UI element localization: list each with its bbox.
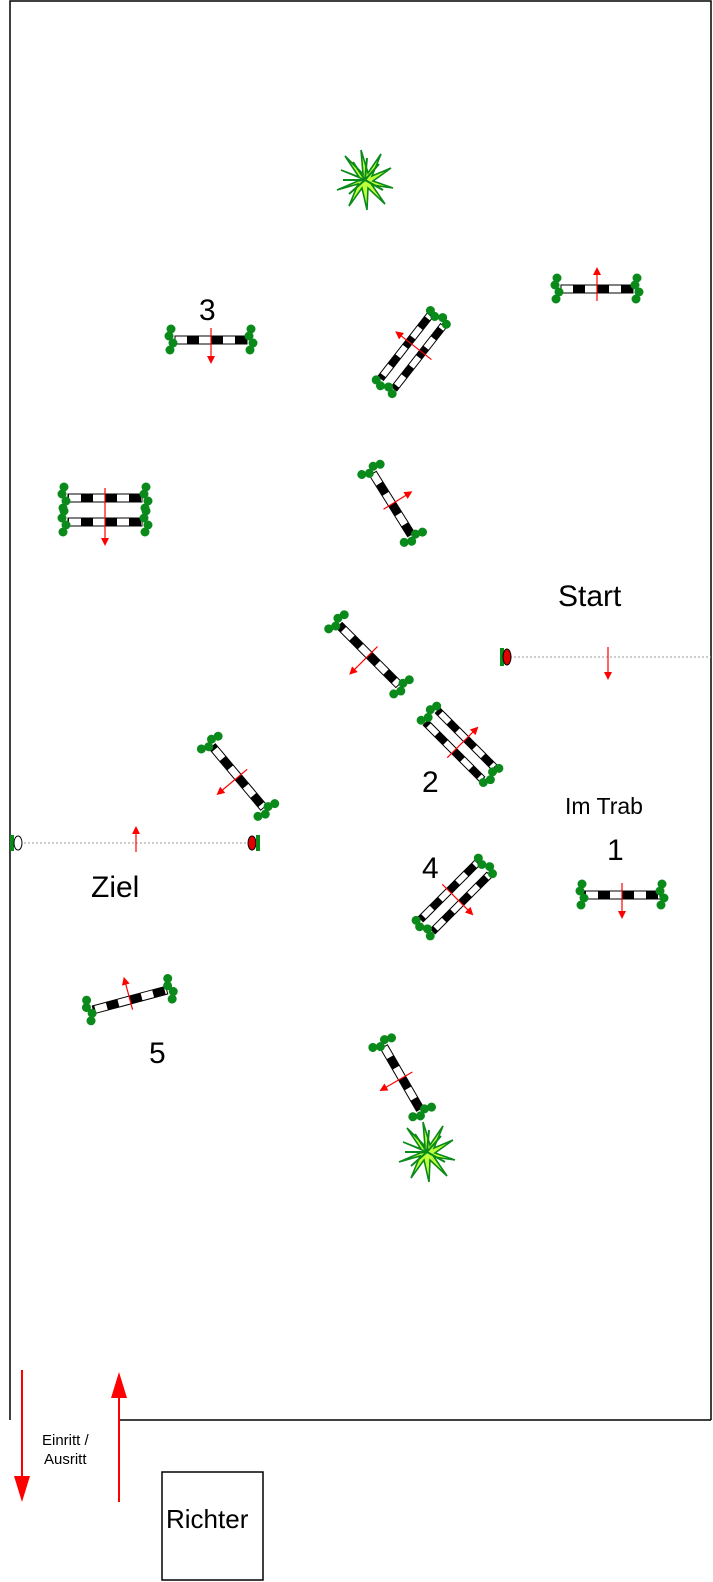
- arrow-icon: [379, 1071, 413, 1091]
- start-label: Start: [558, 580, 622, 613]
- fence-icon: [194, 728, 283, 826]
- fence-icon: [414, 698, 507, 791]
- start-flag-icon: [500, 648, 512, 666]
- arrow-icon: [593, 267, 601, 301]
- judge-box: Richter: [161, 1471, 264, 1581]
- arena-border: [9, 0, 712, 1421]
- fence-number-3: 3: [199, 294, 216, 327]
- arrow-icon: [121, 976, 134, 1010]
- arrow-icon: [101, 488, 109, 546]
- arrow-icon: [395, 331, 432, 361]
- finish-label: Ziel: [91, 871, 139, 904]
- finish-post-left: [10, 835, 23, 851]
- fence-icon: [57, 482, 153, 546]
- finish-post-right: [247, 835, 260, 851]
- fence-icon: [550, 267, 644, 304]
- entry-arrow-icon: [111, 1372, 127, 1502]
- arrow-icon: [618, 883, 626, 919]
- arrow-icon: [216, 768, 248, 795]
- entry-label-line1: Einritt /: [42, 1432, 90, 1449]
- entry-label-line2: Ausritt: [44, 1451, 87, 1468]
- arrow-icon: [132, 826, 140, 852]
- fence-number-2: 2: [422, 766, 439, 799]
- arrow-icon: [207, 328, 215, 364]
- plant-icon: [398, 1121, 456, 1183]
- fence-icon: [79, 972, 181, 1027]
- plant-icon: [336, 149, 394, 211]
- fence-icon: [575, 879, 669, 919]
- fence-icon: [321, 606, 418, 703]
- fence-icon: [368, 302, 455, 401]
- fence-number-5: 5: [149, 1037, 166, 1070]
- fence-icon: [164, 324, 258, 364]
- arrow-icon: [604, 647, 612, 680]
- fence-icon: [355, 456, 430, 552]
- exit-arrow-icon: [14, 1370, 30, 1502]
- judge-label: Richter: [166, 1504, 249, 1534]
- fence-number-1: 1: [607, 834, 624, 867]
- gait-label: Im Trab: [565, 793, 643, 819]
- start-line: [500, 647, 711, 680]
- fence-number-4: 4: [422, 852, 439, 885]
- arrow-icon: [383, 491, 413, 510]
- fence-icon: [366, 1029, 439, 1126]
- finish-line: [10, 826, 260, 852]
